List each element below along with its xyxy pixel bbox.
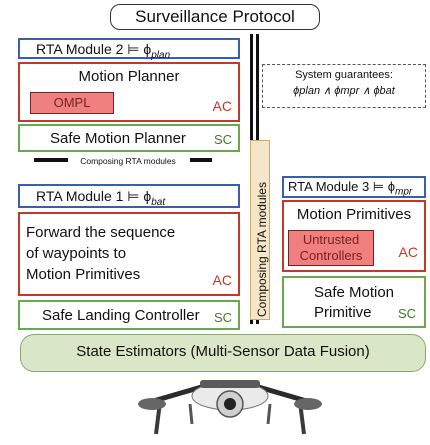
drone-illustration: [130, 374, 330, 440]
safe-landing-controller-sc-box: Safe Landing Controller SC: [18, 300, 240, 330]
safe-motion-planner-sc-box: Safe Motion Planner SC: [18, 124, 240, 152]
untrusted-controllers-box: Untrusted Controllers: [288, 230, 374, 266]
forward-waypoints-text: Forward the sequence of waypoints to Mot…: [26, 222, 175, 285]
motion-primitives-ac-box: Motion Primitives Untrusted Controllers …: [282, 200, 426, 272]
safe-landing-controller-label: Safe Landing Controller: [42, 307, 200, 324]
system-guarantees-title: System guarantees:: [295, 69, 393, 81]
module3-header-text: RTA Module 3 ⊨ ϕ: [288, 179, 396, 194]
composing-rta-vertical-box: Composing RTA modules: [250, 140, 270, 320]
module1-ac-tag: AC: [212, 272, 232, 288]
module3-header-subscript: mpr: [395, 186, 413, 198]
module2-ac-tag: AC: [212, 98, 232, 114]
rta-module-1-header: RTA Module 1 ⊨ ϕbat: [18, 184, 240, 208]
module3-sc-tag: SC: [397, 306, 416, 321]
module1-header-text: RTA Module 1 ⊨ ϕ: [36, 188, 152, 204]
composing-rta-horizontal-label: Composing RTA modules: [80, 156, 176, 166]
module2-header-text: RTA Module 2 ⊨ ϕ: [36, 41, 152, 57]
safe-motion-primitive-sc-box: Safe Motion Primitive SC: [282, 276, 426, 328]
motion-primitives-label: Motion Primitives: [296, 206, 412, 223]
motion-planner-ac-box: Motion Planner OMPL AC: [18, 62, 240, 122]
compose-right-double-line: [190, 158, 212, 162]
forward-waypoints-ac-box: Forward the sequence of waypoints to Mot…: [18, 212, 240, 296]
compose-left-double-line: [34, 158, 68, 162]
module2-sc-tag: SC: [213, 132, 232, 147]
module1-header-subscript: bat: [151, 196, 166, 208]
untrusted-line-2: Controllers: [299, 248, 363, 263]
ac-text-line-1: Forward the sequence: [26, 224, 176, 241]
drone-icon: [138, 380, 322, 435]
ompl-untrusted-box: OMPL: [30, 92, 114, 114]
safe-motion-planner-label: Safe Motion Planner: [50, 130, 186, 147]
rta-module-2-header: RTA Module 2 ⊨ ϕplan: [18, 38, 240, 61]
surveillance-protocol-title: Surveillance Protocol: [110, 4, 320, 30]
module3-ac-tag: AC: [398, 244, 418, 260]
untrusted-line-1: Untrusted: [302, 232, 360, 247]
state-estimators-bar: State Estimators (Multi-Sensor Data Fusi…: [20, 334, 426, 372]
ac-text-line-3: Motion Primitives: [26, 266, 141, 283]
module2-header-subscript: plan: [151, 49, 171, 61]
rta-module-3-header: RTA Module 3 ⊨ ϕmpr: [282, 176, 426, 198]
motion-planner-label: Motion Planner: [78, 68, 180, 85]
system-guarantees-formula: ϕplan ∧ ϕmpr ∧ ϕbat: [293, 85, 395, 97]
ac-text-line-2: of waypoints to: [26, 245, 127, 262]
system-guarantees-box: System guarantees: ϕplan ∧ ϕmpr ∧ ϕbat: [262, 64, 426, 108]
module1-sc-tag: SC: [213, 310, 232, 325]
composing-rta-vertical-label: Composing RTA modules: [255, 182, 269, 317]
safe-motion-primitive-line2: Primitive: [314, 304, 372, 321]
safe-motion-primitive-line1: Safe Motion: [313, 284, 395, 301]
